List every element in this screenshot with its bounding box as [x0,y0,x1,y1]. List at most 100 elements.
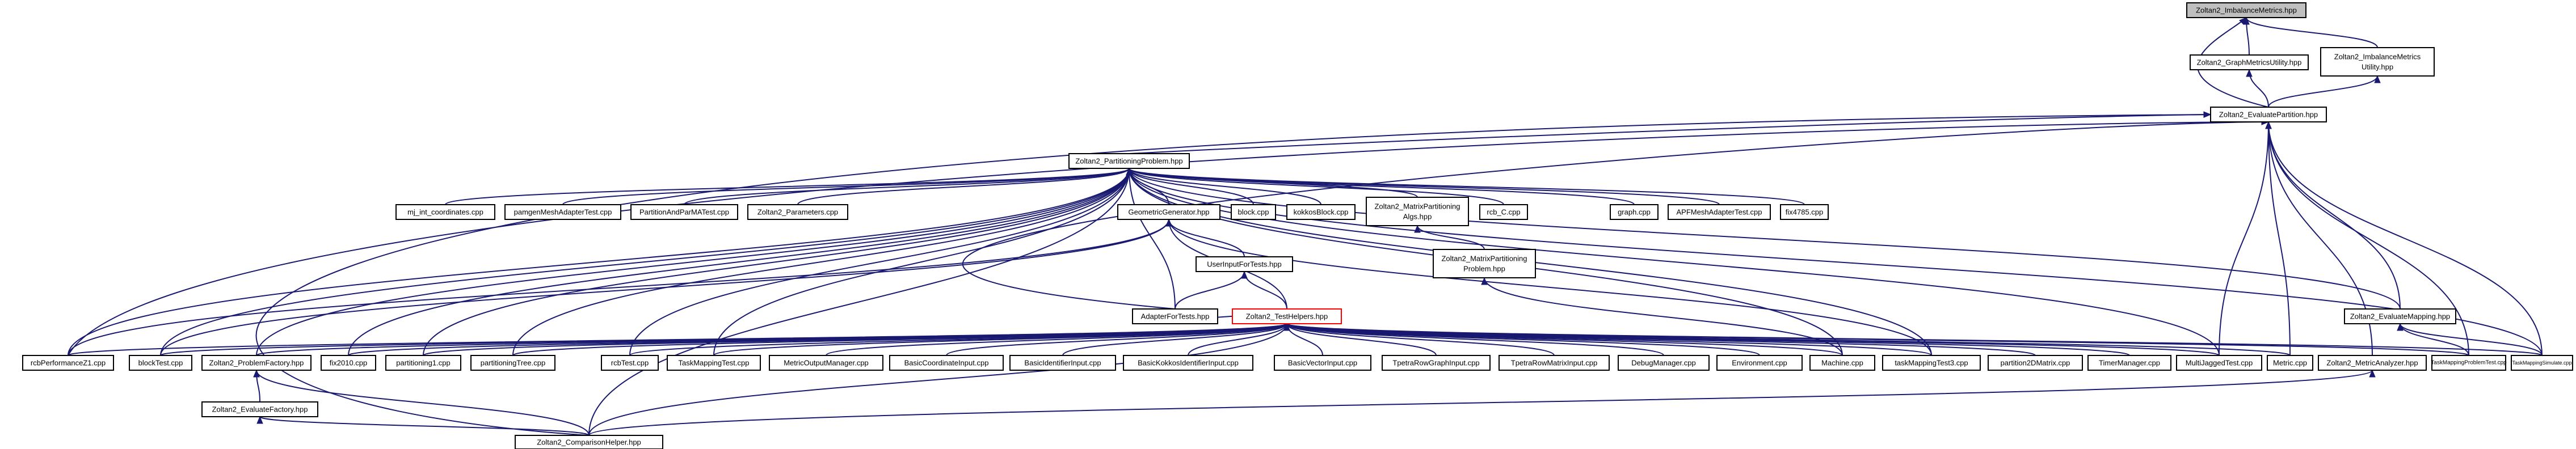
edge-task_mapping_simulate-to-partitioning_problem [1126,167,2543,356]
node-label: pamgenMeshAdapterTest.cpp [514,208,612,217]
node-label: rcbPerformanceZ1.cpp [31,359,106,367]
node-box [1618,355,1710,371]
node-label: Zoltan2_ImbalanceMetrics [2334,53,2421,61]
node-debug-manager[interactable]: DebugManager.cpp [1618,355,1710,371]
node-label: GeometricGenerator.hpp [1128,208,1209,217]
node-tpetra-row-graph-input[interactable]: TpetraRowGraphInput.cpp [1382,355,1491,371]
node-partition-2d-matrix[interactable]: partition2DMatrix.cpp [1988,355,2083,371]
node-partitioning-problem[interactable]: Zoltan2_PartitioningProblem.hpp [1068,153,1190,169]
node-multi-jagged-test[interactable]: MultiJaggedTest.cpp [2176,355,2262,371]
edge-matrix_partitioning_problem-to-matrix_partitioning_algs [1414,224,1485,250]
node-kokkos-block[interactable]: kokkosBlock.cpp [1286,204,1356,220]
edge-line [588,370,2373,436]
node-geometric-generator[interactable]: GeometricGenerator.hpp [1117,204,1220,220]
node-box [1668,204,1771,220]
node-partitioning-tree[interactable]: partitioningTree.cpp [470,355,555,371]
node-box [630,204,738,220]
node-problem-factory[interactable]: Zoltan2_ProblemFactory.hpp [201,355,312,371]
node-box [2186,2,2306,18]
edge-line [1484,277,1843,356]
node-imbalance-metrics[interactable]: Zoltan2_ImbalanceMetrics.hpp [2186,2,2306,18]
edge-partitioning1-to-test_helpers [423,323,1290,356]
edge-line [259,416,590,436]
edge-line [1286,323,1555,356]
edge-line [256,323,1287,356]
node-metric-analyzer[interactable]: Zoltan2_MetricAnalyzer.hpp [2318,355,2427,371]
edge-comparison_helper-to-partitioning_problem [588,167,1133,436]
node-pamgen-mesh-adapter-test[interactable]: pamgenMeshAdapterTest.cpp [504,204,621,220]
node-task-mapping-test[interactable]: TaskMappingTest.cpp [667,355,761,371]
node-label: PartitionAndParMATest.cpp [639,208,729,217]
node-label: Utility.hpp [2362,63,2393,71]
node-box [2087,355,2171,371]
edge-adapter_for_tests-to-user_input_for_tests [1175,270,1248,310]
node-box [385,355,461,371]
node-label: Zoltan2_MatrixPartitioning [1374,202,1460,211]
node-block-test[interactable]: blockTest.cpp [129,355,192,371]
node-box [2176,355,2262,371]
node-box [201,355,312,371]
edge-line [629,168,1130,356]
node-label: MultiJaggedTest.cpp [2186,359,2253,367]
edge-line [512,168,1130,356]
arrowhead [1241,270,1248,279]
node-fix2010[interactable]: fix2010.cpp [321,355,376,371]
node-rcb-performance-z1[interactable]: rcbPerformanceZ1.cpp [22,355,114,371]
node-test-helpers[interactable]: Zoltan2_TestHelpers.hpp [1232,308,1342,324]
arrowhead [256,416,263,424]
node-user-input-for-tests[interactable]: UserInputForTests.hpp [1196,256,1293,272]
node-rcb-c[interactable]: rcb_C.cpp [1479,204,1528,220]
edge-line [1286,323,2291,356]
node-mj-int-coordinates[interactable]: mj_int_coordinates.cpp [395,204,495,220]
node-evaluate-factory[interactable]: Zoltan2_EvaluateFactory.hpp [201,401,318,417]
node-label: fix4785.cpp [1786,208,1824,217]
node-partition-and-par-ma-test[interactable]: PartitionAndParMATest.cpp [630,204,738,220]
node-evaluate-partition[interactable]: Zoltan2_EvaluatePartition.hpp [2210,107,2327,122]
edge-line [160,219,1169,356]
node-fix4785[interactable]: fix4785.cpp [1780,204,1829,220]
node-timer-manager[interactable]: TimerManager.cpp [2087,355,2171,371]
node-apf-mesh-adapter-test[interactable]: APFMeshAdapterTest.cpp [1668,204,1771,220]
node-basic-vector-input[interactable]: BasicVectorInput.cpp [1274,355,1371,371]
node-rcb-test[interactable]: rcbTest.cpp [601,355,659,371]
node-label: TaskMappingTest.cpp [678,359,749,367]
node-task-mapping-simulate[interactable]: TaskMappingSimulate.cpp [2511,355,2573,371]
node-graph-metrics-utility[interactable]: Zoltan2_GraphMetricsUtility.hpp [2190,54,2309,70]
edge-test_helpers-to-user_input_for_tests [1241,270,1287,310]
edge-line [1129,168,1504,205]
edge-line [1129,168,1321,205]
node-graph[interactable]: graph.cpp [1610,204,1659,220]
node-box [395,204,495,220]
node-metric-output-manager[interactable]: MetricOutputManager.cpp [769,355,883,371]
edge-mj_int_coordinates-to-partitioning_problem [445,167,1133,205]
node-basic-kokkos-identifier-input[interactable]: BasicKokkosIdentifierInput.cpp [1123,355,1253,371]
node-basic-coordinate-input[interactable]: BasicCoordinateInput.cpp [889,355,1004,371]
node-evaluate-mapping[interactable]: Zoltan2_EvaluateMapping.hpp [2344,308,2456,324]
node-environment[interactable]: Environment.cpp [1716,355,1803,371]
node-label: Problem.hpp [1463,265,1505,273]
node-box [1009,355,1116,371]
node-box [2190,54,2309,70]
node-box [1610,204,1659,220]
node-block[interactable]: block.cpp [1231,204,1276,220]
edge-rcb_test-to-partitioning_problem [629,167,1133,356]
node-task-mapping-test3[interactable]: taskMappingTest3.cpp [1882,355,1981,371]
node-adapter-for-tests[interactable]: AdapterForTests.hpp [1132,308,1218,324]
node-comparison-helper[interactable]: Zoltan2_ComparisonHelper.hpp [515,435,663,449]
edge-line [1175,271,1245,310]
node-basic-identifier-input[interactable]: BasicIdentifierInput.cpp [1009,355,1116,371]
arrowhead [2203,111,2212,118]
edge-comparison_helper-to-evaluate_partition [255,111,2212,436]
node-task-mapping-problem-test[interactable]: TaskMappingProblemTest.cpp [2431,355,2507,371]
node-tpetra-row-matrix-input[interactable]: TpetraRowMatrixInput.cpp [1499,355,1610,371]
node-metric[interactable]: Metric.cpp [2267,355,2313,371]
node-label: Machine.cpp [1821,359,1863,367]
node-box [2318,355,2427,371]
node-machine[interactable]: Machine.cpp [1809,355,1875,371]
node-box [769,355,883,371]
node-zoltan2-parameters[interactable]: Zoltan2_Parameters.cpp [747,204,848,220]
node-partitioning1[interactable]: partitioning1.cpp [385,355,461,371]
